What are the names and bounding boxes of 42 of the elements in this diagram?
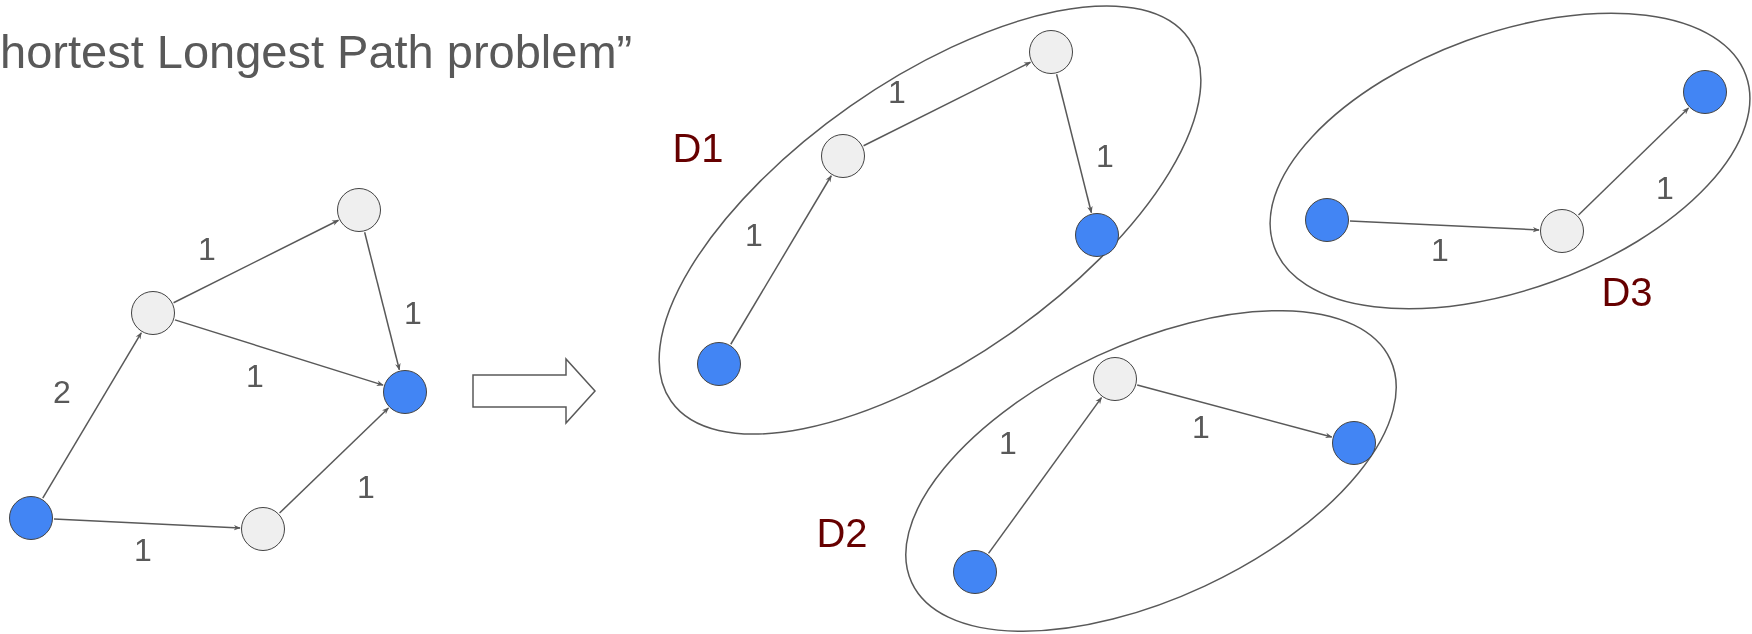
group-label: D1: [672, 128, 724, 168]
edge-label: 1: [1096, 140, 1114, 172]
graph-node: [1075, 213, 1119, 257]
graph-node: [1305, 198, 1349, 242]
edge-label: 1: [246, 360, 264, 392]
graph-node: [1683, 70, 1727, 114]
edge-label: 1: [134, 534, 152, 566]
graph-node: [697, 342, 741, 386]
graph-node: [821, 134, 865, 178]
graph-node: [9, 496, 53, 540]
arrow: [363, 231, 401, 371]
edge-label: 1: [198, 233, 216, 265]
graph-node: [131, 291, 175, 335]
edge-label: 1: [1656, 172, 1674, 204]
graph-node: [241, 507, 285, 551]
edge-label: 1: [357, 471, 375, 503]
graph-node: [1540, 209, 1584, 253]
arrow: [174, 319, 384, 386]
graph-node: [383, 370, 427, 414]
edge-label: 1: [1431, 234, 1449, 266]
arrow: [1136, 384, 1333, 439]
graph-node: [1093, 357, 1137, 401]
graph-node: [337, 188, 381, 232]
edge-label: 1: [999, 427, 1017, 459]
group-label: D2: [816, 513, 868, 553]
arrow: [1055, 73, 1093, 214]
edge-label: 2: [53, 376, 71, 408]
arrow: [1349, 220, 1540, 233]
arrow: [1577, 107, 1690, 216]
edge-label: 1: [745, 219, 763, 251]
graph-node: [953, 550, 997, 594]
edge-label: 1: [888, 76, 906, 108]
graph-node: [1029, 30, 1073, 74]
arrow: [278, 407, 390, 514]
arrow: [53, 518, 241, 531]
edge-label: 1: [1192, 411, 1210, 443]
group-label: D3: [1601, 272, 1653, 312]
graph-node: [1332, 421, 1376, 465]
arrow: [42, 332, 142, 499]
arrow: [730, 175, 832, 345]
arrow: [987, 396, 1103, 555]
edge-label: 1: [404, 297, 422, 329]
